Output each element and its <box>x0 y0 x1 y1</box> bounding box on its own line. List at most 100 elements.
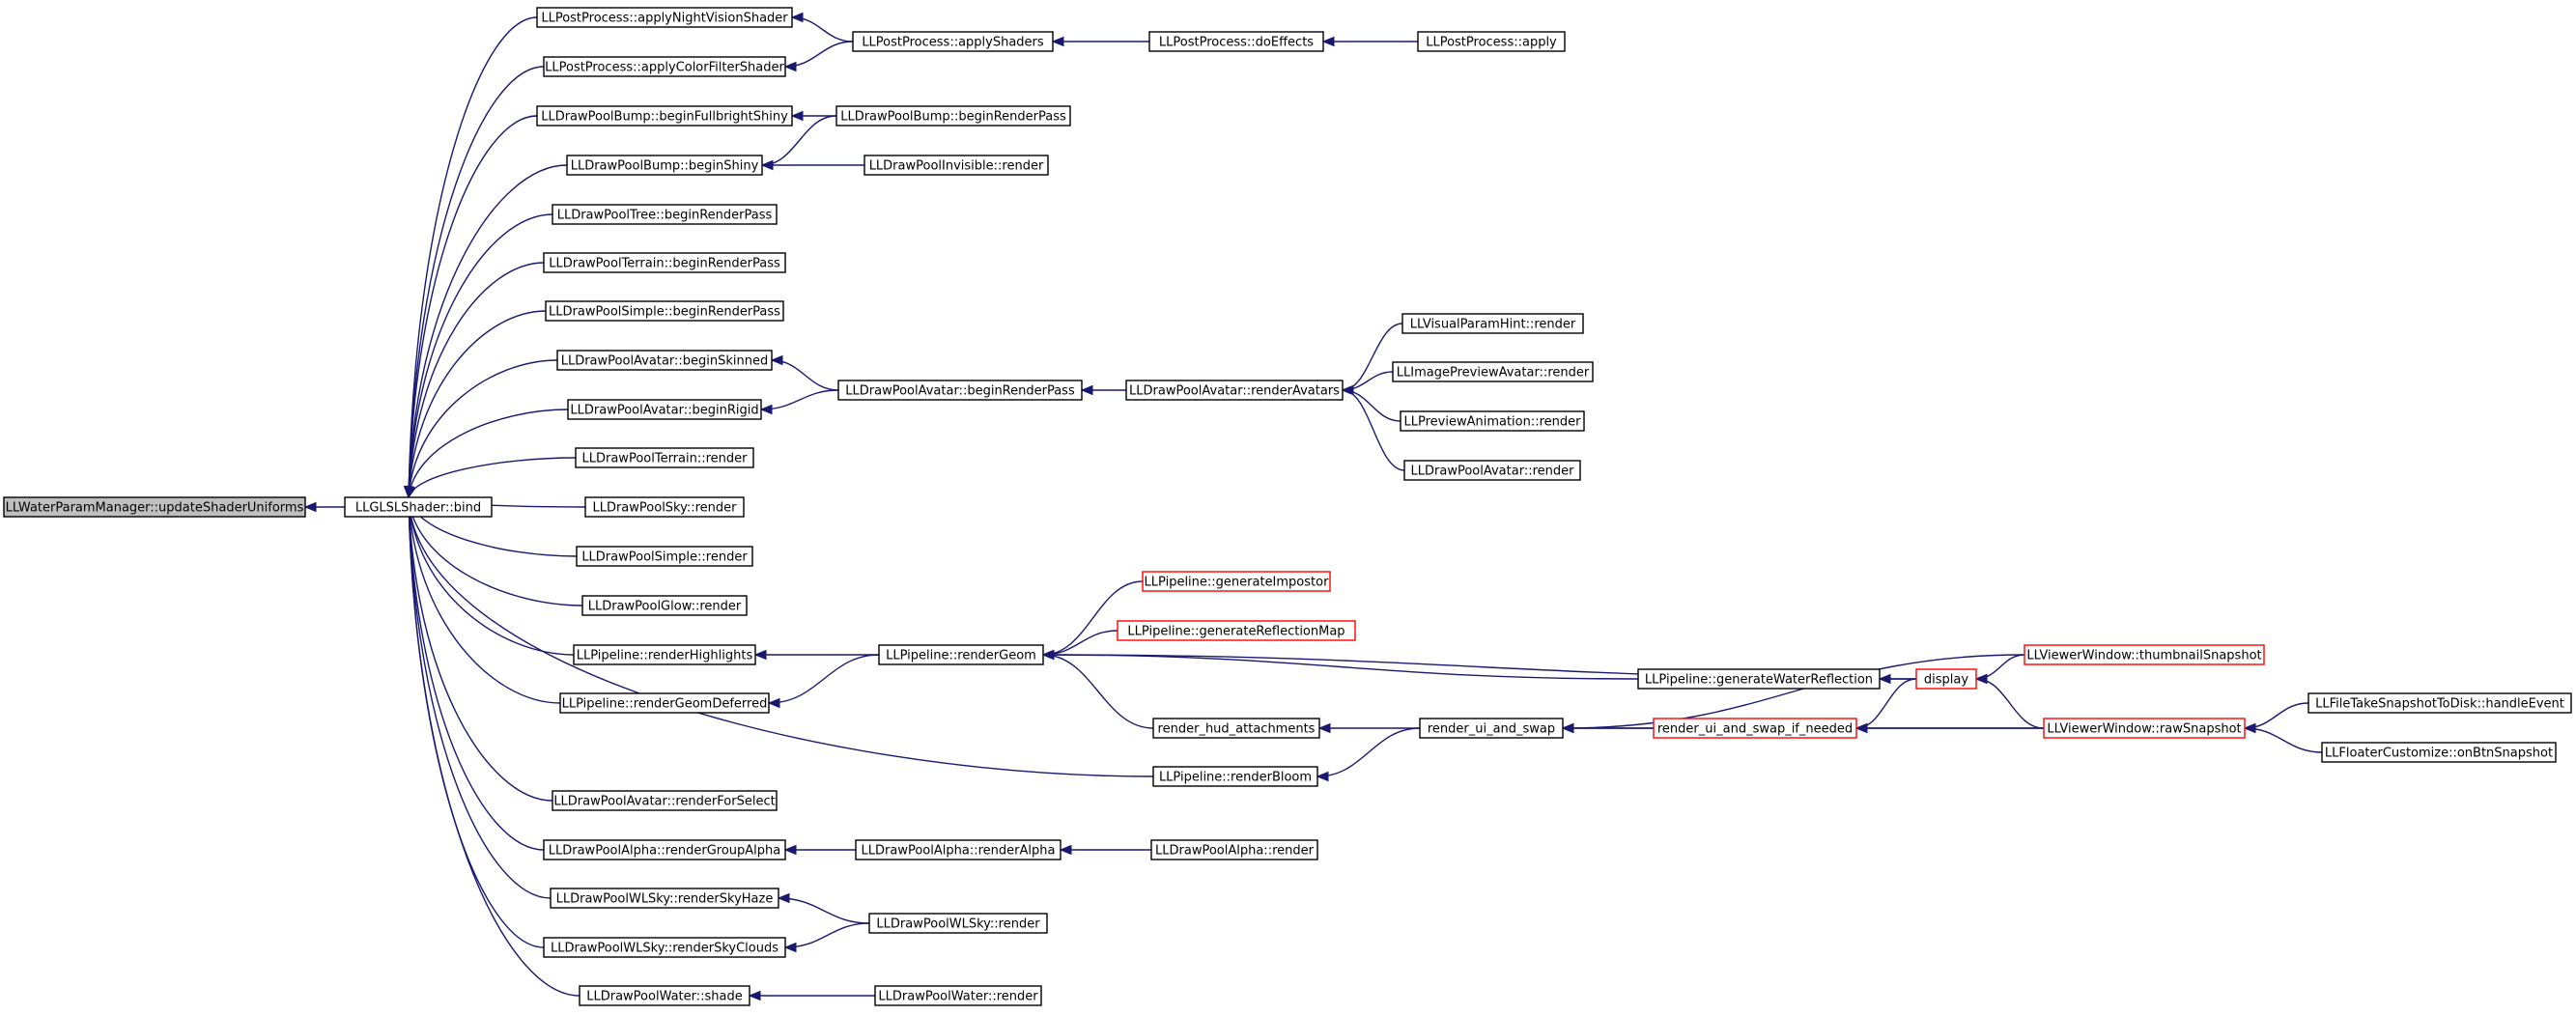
node-root[interactable]: LLWaterParamManager::updateShaderUniform… <box>3 496 306 518</box>
node-filetakesnapshot[interactable]: LLFileTakeSnapshotToDisk::handleEvent <box>2307 692 2572 714</box>
node-renderuiifneeded[interactable]: render_ui_and_swap_if_needed <box>1653 718 1857 739</box>
node-wlskyrender[interactable]: LLDrawPoolWLSky::render <box>868 913 1048 934</box>
edge-avatarrender-to-renderavatars <box>1341 384 1405 471</box>
edge-wlskyrender-to-renderskyclouds <box>783 922 870 953</box>
node-label: LLDrawPoolSimple::beginRenderPass <box>549 305 780 320</box>
node-label: LLPipeline::renderBloom <box>1159 771 1312 785</box>
node-label: LLPostProcess::applyShaders <box>862 36 1044 50</box>
node-thumbnailsnapshot[interactable]: LLViewerWindow::thumbnailSnapshot <box>2024 644 2265 665</box>
node-label: LLPipeline::generateWaterReflection <box>1645 673 1873 688</box>
node-label: LLDrawPoolAlpha::renderGroupAlpha <box>549 844 781 859</box>
node-label: LLGLSLShader::bind <box>355 501 481 516</box>
node-label: LLDrawPoolInvisible::render <box>869 159 1044 174</box>
edge-rawsnapshot-to-renderuiifneeded <box>1854 722 2044 734</box>
node-simplerender[interactable]: LLDrawPoolSimple::render <box>576 546 753 567</box>
node-renderhighlights[interactable]: LLPipeline::renderHighlights <box>573 644 756 665</box>
edge-wlskyrender-to-renderskyhaze <box>777 892 870 924</box>
node-label: LLPipeline::generateReflectionMap <box>1127 625 1345 639</box>
node-label: LLPostProcess::applyColorFilterShader <box>545 61 784 75</box>
node-ppapply[interactable]: LLPostProcess::apply <box>1417 31 1566 52</box>
node-label: LLDrawPoolWLSky::renderSkyClouds <box>551 942 778 956</box>
edge-renderhud-to-rendergeom <box>1041 649 1154 729</box>
node-label: LLPostProcess::doEffects <box>1159 36 1314 50</box>
node-treebeginrp[interactable]: LLDrawPoolTree::beginRenderPass <box>552 204 778 225</box>
node-label: LLViewerWindow::thumbnailSnapshot <box>2026 649 2261 663</box>
edge-beginrigid-to-bind <box>405 409 569 499</box>
node-avatarrender[interactable]: LLDrawPoolAvatar::render <box>1403 460 1581 481</box>
node-renderhud[interactable]: render_hud_attachments <box>1152 718 1320 739</box>
node-rendergeomdeferred[interactable]: LLPipeline::renderGeomDeferred <box>559 692 770 714</box>
edge-rendergroupalpha-to-bind <box>404 495 545 851</box>
edge-simplebeginrp-to-bind <box>404 310 547 499</box>
node-colorfilter[interactable]: LLPostProcess::applyColorFilterShader <box>543 56 786 77</box>
node-label: LLDrawPoolAvatar::beginRenderPass <box>845 384 1075 399</box>
node-fullbrightshiny[interactable]: LLDrawPoolBump::beginFullbrightShiny <box>536 105 793 127</box>
node-waterrender[interactable]: LLDrawPoolWater::render <box>874 985 1042 1006</box>
node-label: LLPostProcess::applyNightVisionShader <box>541 12 788 26</box>
node-label: LLDrawPoolTree::beginRenderPass <box>557 209 773 223</box>
edge-alpharender-to-renderalpha <box>1059 844 1151 856</box>
node-label: display <box>1924 673 1968 688</box>
node-imagepreviewavatar[interactable]: LLImagePreviewAvatar::render <box>1392 361 1594 382</box>
node-beginrigid[interactable]: LLDrawPoolAvatar::beginRigid <box>567 399 762 420</box>
node-invisiblerender[interactable]: LLDrawPoolInvisible::render <box>863 155 1049 176</box>
node-label: LLDrawPoolSky::render <box>592 501 737 516</box>
node-previewanimation[interactable]: LLPreviewAnimation::render <box>1400 410 1585 432</box>
node-label: LLDrawPoolGlow::render <box>588 600 742 614</box>
node-generatereflectionmap[interactable]: LLPipeline::generateReflectionMap <box>1117 620 1356 641</box>
edge-ppapply-to-doeffects <box>1321 36 1418 47</box>
node-label: LLPipeline::renderGeomDeferred <box>562 697 768 712</box>
node-visualparamhint[interactable]: LLVisualParamHint::render <box>1401 313 1584 334</box>
node-avatarbeginrp[interactable]: LLDrawPoolAvatar::beginRenderPass <box>837 380 1083 401</box>
node-generatewaterreflection[interactable]: LLPipeline::generateWaterReflection <box>1637 668 1881 690</box>
node-label: LLFloaterCustomize::onBtnSnapshot <box>2325 747 2553 761</box>
node-label: LLDrawPoolBump::beginRenderPass <box>840 110 1066 125</box>
node-watershade[interactable]: LLDrawPoolWater::shade <box>579 985 750 1006</box>
node-rendergeom[interactable]: LLPipeline::renderGeom <box>878 644 1044 665</box>
edge-avatarbeginrp-to-beginskinned <box>770 354 839 391</box>
node-bind[interactable]: LLGLSLShader::bind <box>344 496 493 518</box>
node-label: LLDrawPoolWLSky::render <box>876 917 1040 932</box>
node-nightvision[interactable]: LLPostProcess::applyNightVisionShader <box>536 7 793 28</box>
edge-visualparamhint-to-renderavatars <box>1341 323 1403 396</box>
node-label: LLPreviewAnimation::render <box>1403 415 1581 430</box>
edge-renderforselect-to-bind <box>404 495 553 802</box>
node-alpharender[interactable]: LLDrawPoolAlpha::render <box>1150 839 1318 860</box>
node-rendergroupalpha[interactable]: LLDrawPoolAlpha::renderGroupAlpha <box>543 839 786 860</box>
node-terrainrender[interactable]: LLDrawPoolTerrain::render <box>575 447 754 468</box>
node-label: LLPostProcess::apply <box>1426 36 1557 50</box>
node-renderavatars[interactable]: LLDrawPoolAvatar::renderAvatars <box>1125 380 1344 401</box>
node-renderbloom[interactable]: LLPipeline::renderBloom <box>1152 766 1318 787</box>
node-beginshiny[interactable]: LLDrawPoolBump::beginShiny <box>566 155 763 176</box>
node-bumpbeginrp[interactable]: LLDrawPoolBump::beginRenderPass <box>835 105 1071 127</box>
node-label: LLFileTakeSnapshotToDisk::handleEvent <box>2315 697 2564 712</box>
node-label: LLDrawPoolWater::shade <box>586 990 743 1004</box>
edge-invisiblerender-to-beginshiny <box>760 159 865 171</box>
node-applyshaders[interactable]: LLPostProcess::applyShaders <box>852 31 1054 52</box>
node-glowrender[interactable]: LLDrawPoolGlow::render <box>581 595 748 616</box>
node-renderforselect[interactable]: LLDrawPoolAvatar::renderForSelect <box>552 790 778 811</box>
node-label: LLDrawPoolAvatar::beginSkinned <box>561 354 769 369</box>
edge-bumpbeginrp-to-fullbrightshiny <box>790 110 836 122</box>
node-skyrender[interactable]: LLDrawPoolSky::render <box>584 496 745 518</box>
node-generateimpostor[interactable]: LLPipeline::generateImpostor <box>1142 571 1331 592</box>
edge-display-to-generatewaterreflection <box>1878 673 1916 685</box>
edge-renderbloom-to-bind <box>404 495 1154 777</box>
node-beginskinned[interactable]: LLDrawPoolAvatar::beginSkinned <box>556 350 773 371</box>
node-floatercustomize[interactable]: LLFloaterCustomize::onBtnSnapshot <box>2321 742 2557 763</box>
node-label: LLDrawPoolAlpha::renderAlpha <box>862 844 1056 859</box>
edge-watershade-to-bind <box>403 495 580 997</box>
edge-renderskyclouds-to-bind <box>404 495 545 948</box>
node-renderskyclouds[interactable]: LLDrawPoolWLSky::renderSkyClouds <box>543 937 786 958</box>
node-renderalpha[interactable]: LLDrawPoolAlpha::renderAlpha <box>855 839 1062 860</box>
node-terrainbeginrp[interactable]: LLDrawPoolTerrain::beginRenderPass <box>543 252 786 273</box>
node-renderskyhaze[interactable]: LLDrawPoolWLSky::renderSkyHaze <box>550 888 779 909</box>
node-simplebeginrp[interactable]: LLDrawPoolSimple::beginRenderPass <box>545 300 784 322</box>
node-label: LLImagePreviewAvatar::render <box>1397 366 1590 381</box>
edge-terrainrender-to-bind <box>406 457 577 499</box>
node-renderuiandswap[interactable]: render_ui_and_swap <box>1419 718 1564 739</box>
node-display[interactable]: display <box>1915 668 1977 690</box>
node-label: LLPipeline::renderGeom <box>886 649 1036 663</box>
node-doeffects[interactable]: LLPostProcess::doEffects <box>1148 31 1324 52</box>
node-rawsnapshot[interactable]: LLViewerWindow::rawSnapshot <box>2043 718 2246 739</box>
